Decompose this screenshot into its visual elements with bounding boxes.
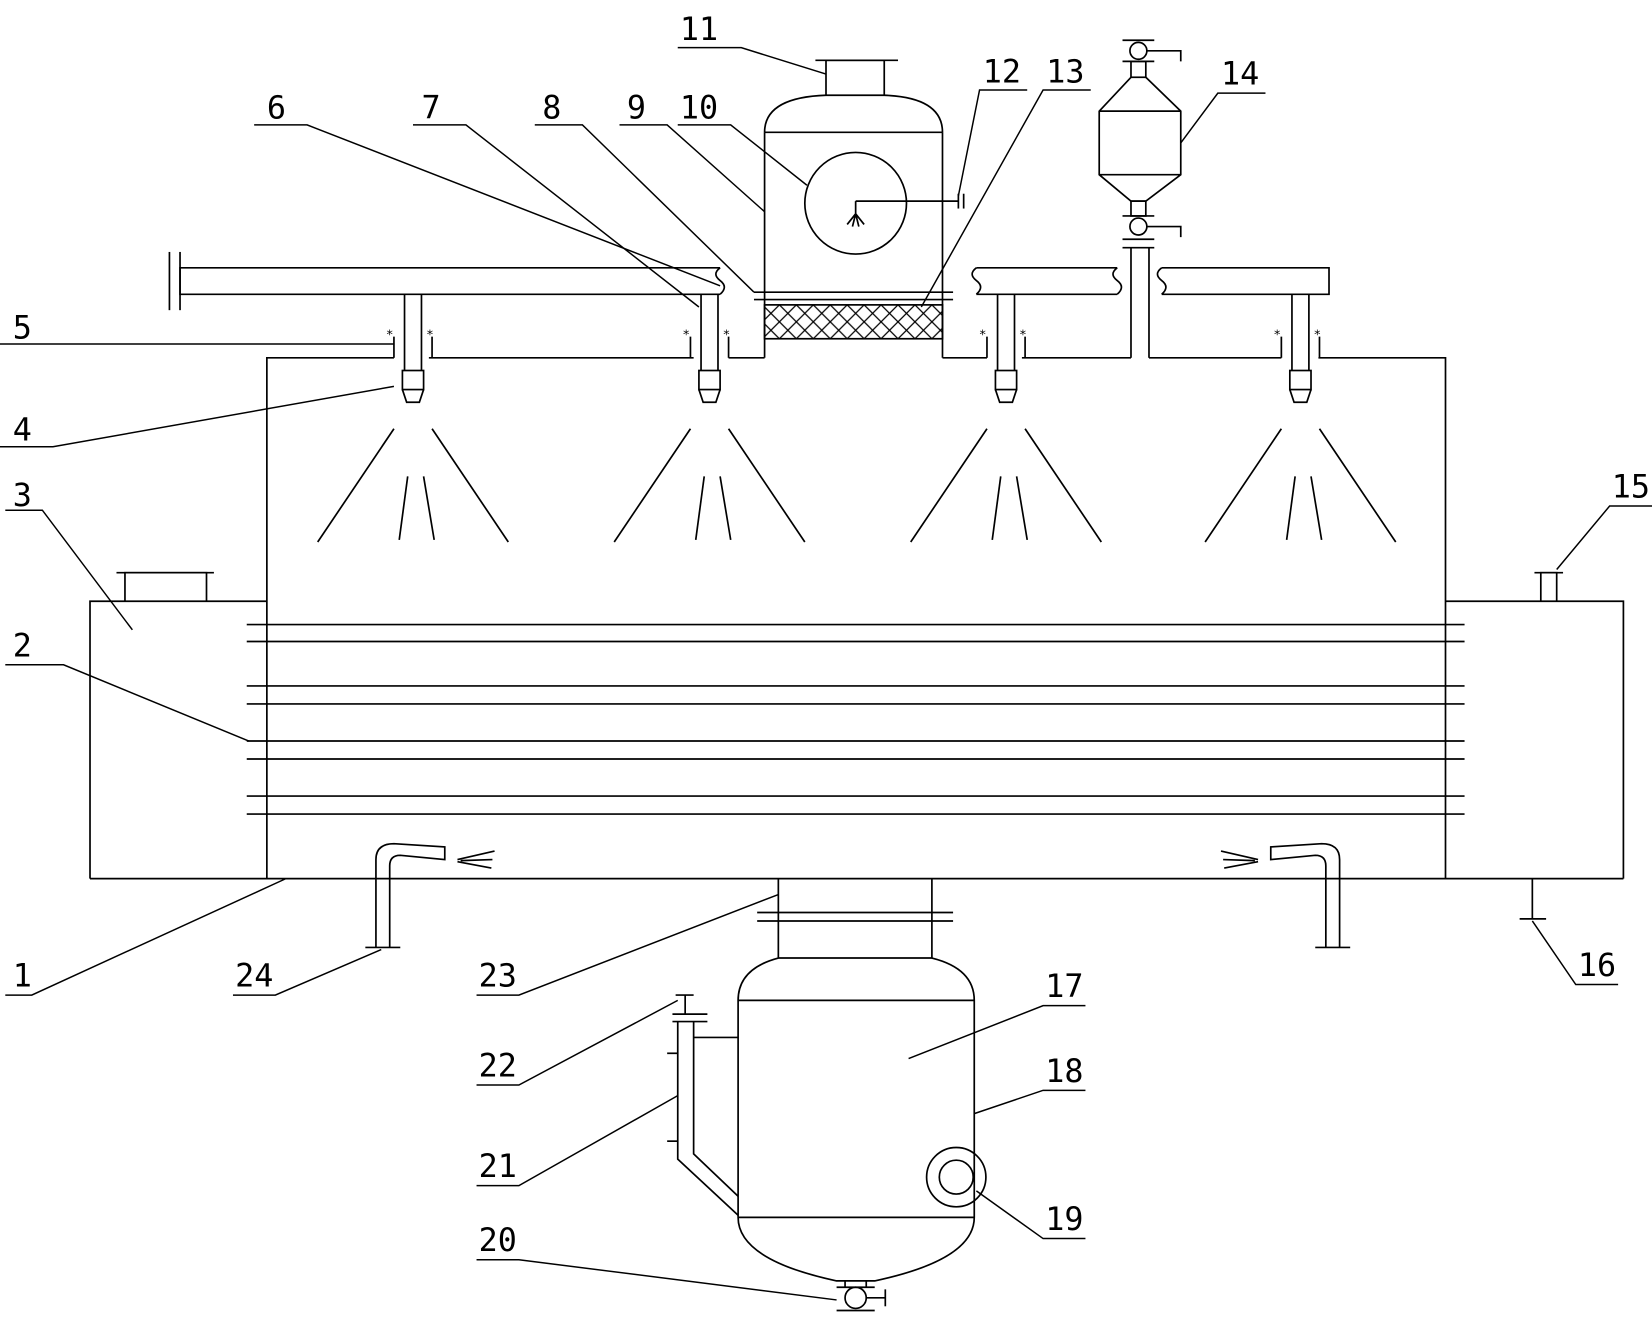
label-15: 15 xyxy=(1612,470,1650,506)
label-11: 11 xyxy=(680,12,718,48)
label-22: 22 xyxy=(479,1049,517,1085)
right-tank xyxy=(1445,571,1625,920)
label-21: 21 xyxy=(479,1149,517,1185)
label-23: 23 xyxy=(479,959,517,995)
left-tank xyxy=(89,571,267,879)
svg-text:*: * xyxy=(427,327,433,342)
label-19: 19 xyxy=(1045,1202,1083,1238)
collection-vessel xyxy=(667,878,987,1312)
callout-labels: 1 2 3 4 5 6 7 8 9 10 11 12 13 14 15 16 1… xyxy=(0,12,1652,1301)
label-12: 12 xyxy=(983,55,1021,91)
label-14: 14 xyxy=(1221,57,1259,93)
label-9: 9 xyxy=(627,91,646,127)
label-5: 5 xyxy=(13,311,32,347)
label-13: 13 xyxy=(1046,55,1084,91)
label-18: 18 xyxy=(1045,1054,1083,1090)
svg-text:*: * xyxy=(387,327,393,342)
inlet-bent-pipes xyxy=(365,842,1351,949)
label-24: 24 xyxy=(235,959,273,995)
label-20: 20 xyxy=(479,1223,517,1259)
main-chamber xyxy=(90,356,1624,880)
label-7: 7 xyxy=(421,91,440,127)
heat-exchange-tubes xyxy=(246,623,1465,815)
label-1: 1 xyxy=(13,959,32,995)
label-10: 10 xyxy=(680,91,718,127)
label-17: 17 xyxy=(1045,969,1083,1005)
absorption-column xyxy=(753,59,965,358)
label-8: 8 xyxy=(542,91,561,127)
label-3: 3 xyxy=(13,478,32,514)
label-16: 16 xyxy=(1578,948,1616,984)
label-2: 2 xyxy=(13,628,32,664)
spray-nozzles: * * xyxy=(316,293,1397,543)
feed-pipe xyxy=(168,251,1330,311)
label-4: 4 xyxy=(13,412,32,448)
dosing-hopper xyxy=(1098,39,1182,358)
label-6: 6 xyxy=(267,91,286,127)
